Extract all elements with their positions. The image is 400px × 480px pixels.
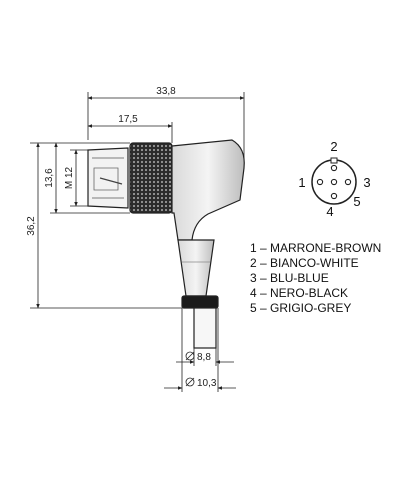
- legend-item-grey: 5 – GRIGIO-GREY: [250, 301, 352, 315]
- dim-overall-width: 33,8: [156, 86, 176, 97]
- legend-item-black: 4 – NERO-BLACK: [250, 286, 349, 300]
- dim-overall-height: 36,2: [26, 216, 37, 236]
- pin-1-contact: [316, 178, 324, 186]
- dimension-lines: [30, 92, 245, 392]
- pin-3-contact: [344, 178, 352, 186]
- dim-boot-diameter-value: 10,3: [197, 378, 217, 389]
- pinout-face: 1 2 3 4 5: [298, 139, 370, 219]
- legend-item-blue: 3 – BLU-BLUE: [250, 271, 329, 285]
- pin-4-contact: [330, 192, 338, 200]
- pin-label-1: 1: [298, 175, 305, 190]
- connector-body: [87, 139, 245, 349]
- legend-item-white: 2 – BIANCO-WHITE: [250, 256, 359, 270]
- dim-cable-diameter: 8,8: [185, 351, 211, 363]
- pin-label-2: 2: [330, 139, 337, 154]
- pin-label-5: 5: [353, 194, 360, 209]
- wire-color-legend: 1 – MARRONE-BROWN 2 – BIANCO-WHITE 3 – B…: [250, 241, 381, 316]
- dim-cable-diameter-value: 8,8: [197, 352, 211, 363]
- pin-label-4: 4: [326, 204, 333, 219]
- legend-item-brown: 1 – MARRONE-BROWN: [250, 241, 382, 255]
- dim-boot-diameter: 10,3: [185, 377, 217, 389]
- pin-label-3: 3: [363, 175, 370, 190]
- pin-5-contact: [330, 178, 338, 186]
- dim-nut-height: 13,6: [44, 168, 55, 188]
- pin-2-contact: [330, 164, 338, 172]
- dim-body-width: 17,5: [118, 114, 138, 125]
- dim-thread: M 12: [64, 166, 75, 189]
